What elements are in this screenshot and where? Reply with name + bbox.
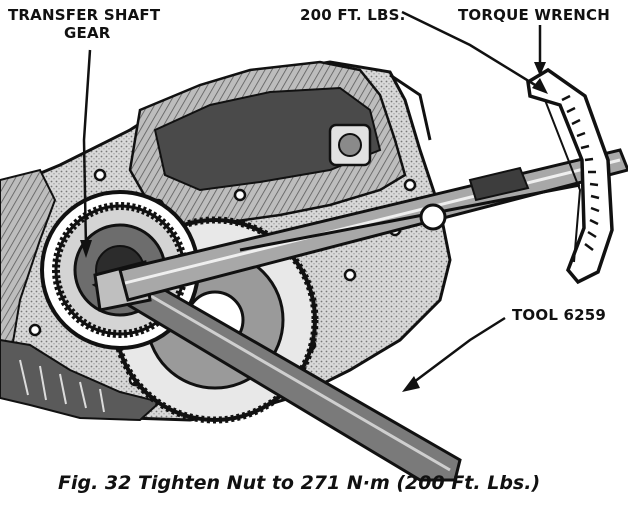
transfer-shaft-gear-leader (82, 49, 92, 249)
figure-caption: Fig. 32 Tighten Nut to 271 N·m (200 Ft. … (58, 472, 541, 494)
torque-wrench-arrowhead (534, 62, 546, 76)
leader-arrowheads (80, 62, 548, 392)
torque-value-arrowhead (532, 78, 548, 94)
torque-value-label: 200 FT. LBS. (300, 6, 406, 24)
transfer-shaft-gear-label-line2: GEAR (64, 24, 111, 42)
tool-6259-label: TOOL 6259 (512, 306, 607, 324)
transfer-shaft-gear-label: TRANSFER SHAFT GEAR (8, 6, 160, 42)
tool-6259-arrowhead (402, 376, 420, 392)
torque-wrench (93, 67, 628, 312)
leader-lines (82, 10, 542, 386)
tool-6259-leader (409, 316, 506, 386)
transfer-shaft-gear-label-line1: TRANSFER SHAFT (8, 6, 161, 24)
torque-wrench-label: TORQUE WRENCH (458, 6, 610, 24)
torque-value-leader (401, 10, 541, 90)
transfer-shaft-gear-arrowhead (80, 240, 92, 258)
